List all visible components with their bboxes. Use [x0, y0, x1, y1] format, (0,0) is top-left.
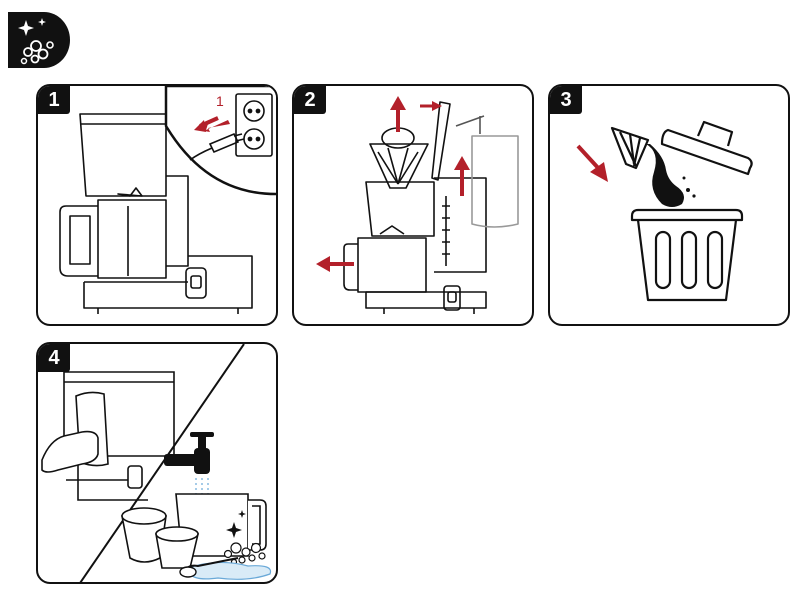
- wipe-and-wash-icon: [41, 344, 272, 582]
- step-number: 1: [38, 86, 70, 114]
- step-number: 3: [550, 86, 582, 114]
- step-1-panel: 1: [36, 84, 278, 326]
- step-3-panel: 3: [548, 84, 790, 326]
- remove-parts-icon: [316, 96, 519, 314]
- step-4-panel: 4: [36, 342, 278, 584]
- step-number: 2: [294, 86, 326, 114]
- step-2-panel: 2: [292, 84, 534, 326]
- discard-grounds-trash-icon: [576, 120, 753, 302]
- callout-number: 1: [216, 93, 224, 109]
- section-badge: [8, 12, 70, 68]
- cleaning-sparkle-bubbles-icon: [8, 12, 70, 68]
- unplug-power-cord-icon: 1: [59, 86, 276, 314]
- step-number: 4: [38, 344, 70, 372]
